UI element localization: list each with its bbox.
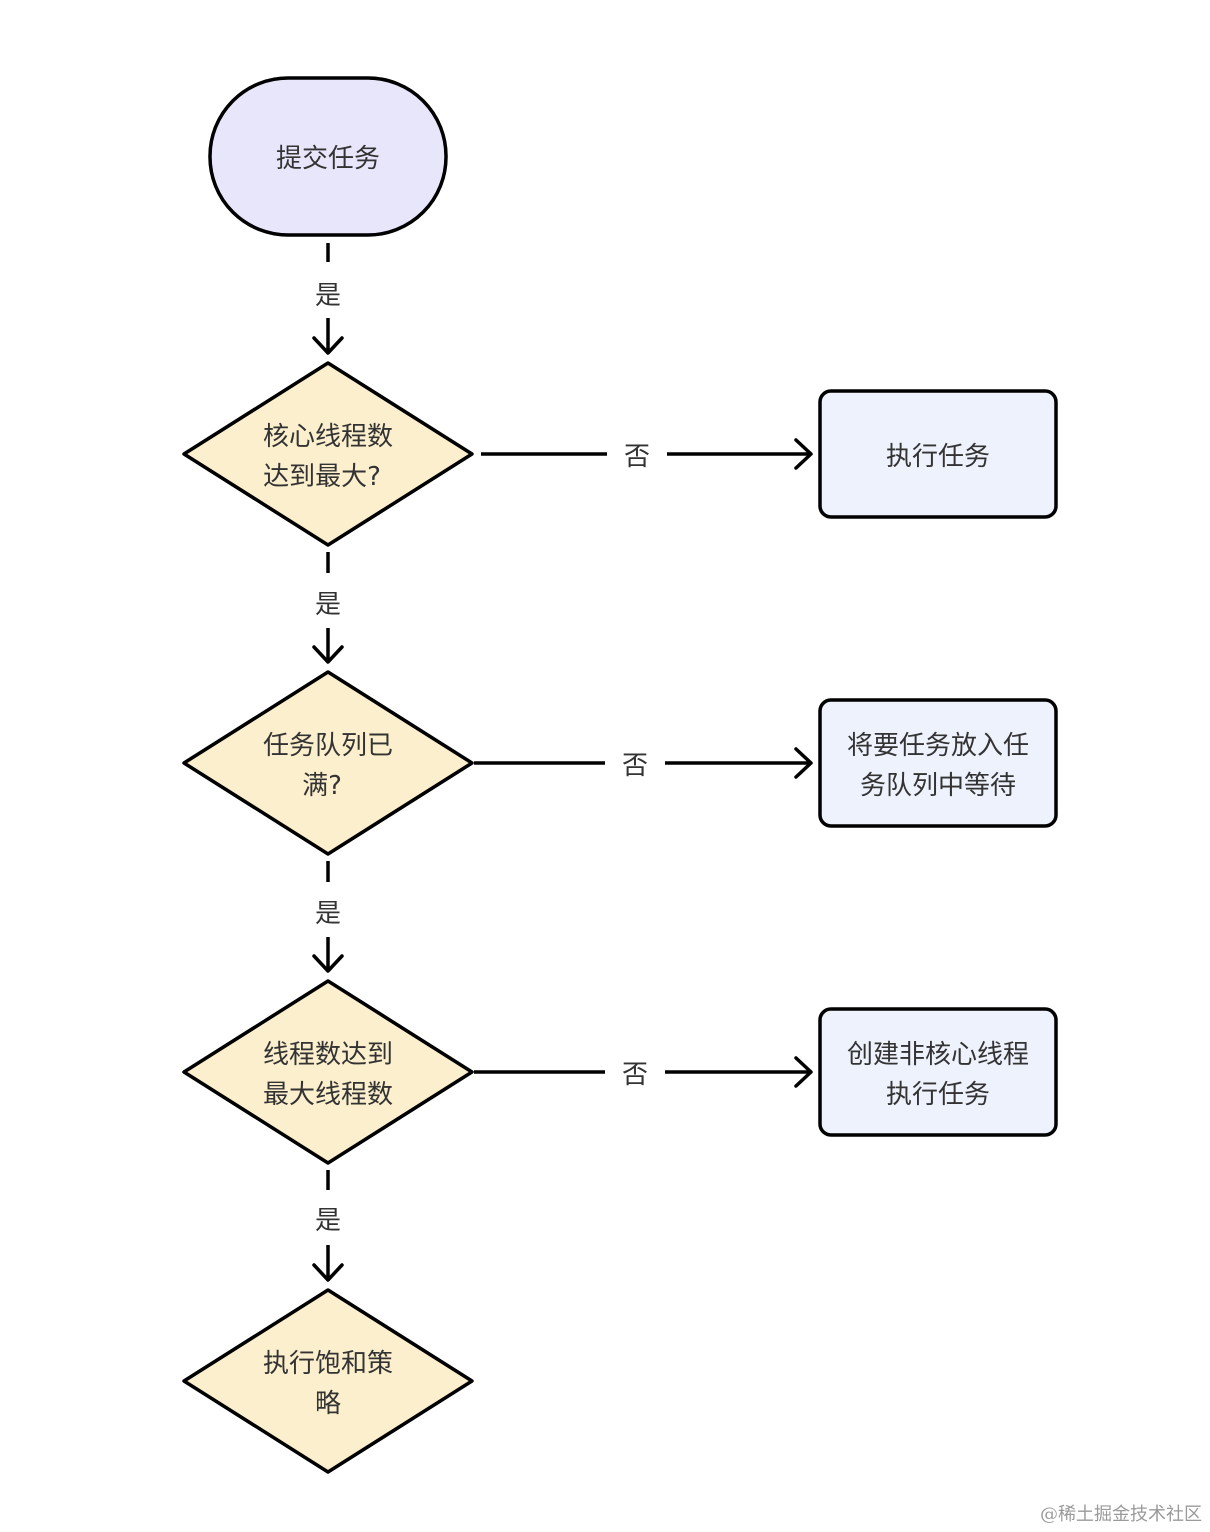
node-label: 将要任务放入任 (847, 731, 1029, 761)
edge-label: 是 (315, 590, 341, 620)
node-label: 执行任务 (886, 1080, 990, 1110)
arrowhead-right-icon (794, 747, 813, 779)
edge-core-to-execute: 否 (481, 438, 813, 472)
edge-label: 是 (315, 1206, 341, 1236)
process-shape (818, 389, 1058, 519)
node-label: 执行饱和策 (263, 1349, 393, 1379)
arrowhead-down-icon (312, 954, 344, 973)
process-shape (818, 698, 1058, 828)
arrowhead-down-icon (312, 336, 344, 355)
node-label: 略 (315, 1389, 341, 1419)
node-label: 核心线程数 (263, 422, 393, 452)
arrowhead-down-icon (312, 1263, 344, 1282)
node-decision-max: 线程数达到 最大线程数 (182, 979, 474, 1165)
edge-label: 否 (622, 1060, 648, 1090)
node-label: 执行任务 (886, 442, 990, 472)
node-process-create: 创建非核心线程 执行任务 (818, 1007, 1058, 1137)
process-shape (818, 1007, 1058, 1137)
edge-queue-to-enqueue: 否 (474, 747, 813, 781)
edge-label: 是 (315, 281, 341, 311)
edge-max-to-create: 否 (474, 1056, 813, 1090)
node-label: 满? (302, 771, 342, 801)
arrowhead-right-icon (794, 438, 813, 470)
edge-max-to-reject: 是 (312, 1170, 344, 1282)
node-label: 创建非核心线程 (847, 1040, 1029, 1070)
decision-shape (182, 361, 474, 547)
node-label: 最大线程数 (263, 1080, 393, 1110)
edge-start-to-core: 是 (312, 243, 344, 355)
node-process-enqueue: 将要任务放入任 务队列中等待 (818, 698, 1058, 828)
node-label: 务队列中等待 (860, 771, 1016, 801)
decision-shape (182, 1288, 474, 1474)
edge-queue-to-max: 是 (312, 861, 344, 973)
edge-label: 是 (315, 899, 341, 929)
edge-label: 否 (624, 442, 650, 472)
decision-shape (182, 670, 474, 856)
node-start: 提交任务 (208, 76, 448, 237)
edge-core-to-queue: 是 (312, 552, 344, 664)
node-label: 提交任务 (276, 144, 380, 174)
node-process-execute: 执行任务 (818, 389, 1058, 519)
decision-shape (182, 979, 474, 1165)
node-decision-queue: 任务队列已 满? (182, 670, 474, 856)
node-label: 达到最大? (263, 462, 381, 492)
node-decision-core: 核心线程数 达到最大? (182, 361, 474, 547)
terminal-shape (208, 76, 448, 237)
node-label: 线程数达到 (263, 1040, 393, 1070)
arrowhead-right-icon (794, 1056, 813, 1088)
node-label: 任务队列已 (263, 731, 393, 761)
edge-label: 否 (622, 751, 648, 781)
arrowhead-down-icon (312, 645, 344, 664)
watermark-text: @稀土掘金技术社区 (1040, 1504, 1202, 1525)
node-decision-reject: 执行饱和策 略 (182, 1288, 474, 1474)
